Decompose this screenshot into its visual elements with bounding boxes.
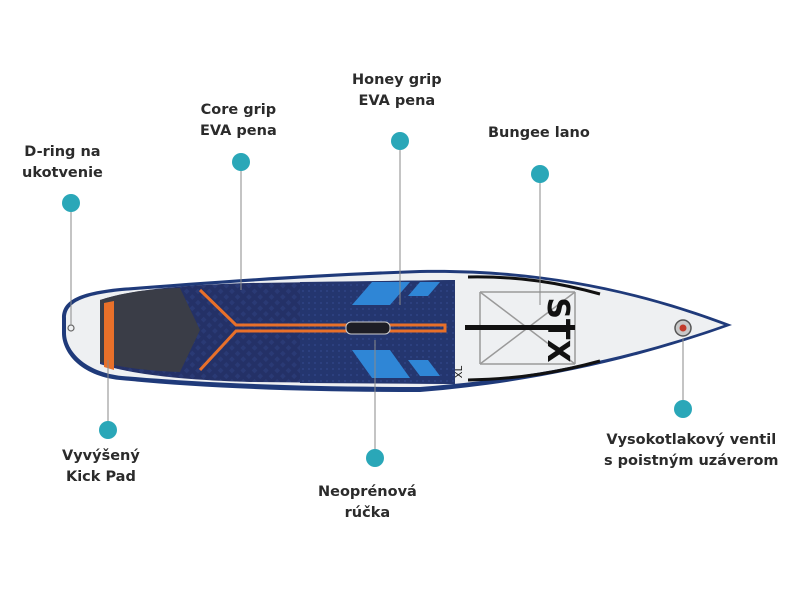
label-d-ring: D-ring na ukotvenie (22, 144, 103, 181)
kick-pad-stripe (104, 301, 114, 370)
neoprene-handle (345, 321, 391, 335)
callout-dot-d-ring (62, 194, 80, 212)
label-kick-pad: Vyvýšený Kick Pad (62, 448, 140, 485)
label-valve: Vysokotlakový ventil s poistným uzáverom (604, 432, 779, 469)
center-stringer (465, 325, 575, 330)
label-honey-grip: Honey grip EVA pena (352, 72, 442, 109)
callout-dots (62, 132, 692, 467)
label-core-grip: Core grip EVA pena (200, 102, 277, 139)
blue-accent-top (352, 282, 410, 305)
callout-dot-valve (674, 400, 692, 418)
nose-stripe-top (467, 275, 601, 296)
callout-dot-handle (366, 449, 384, 467)
callout-dot-honey-grip (391, 132, 409, 150)
board-model: XL (454, 365, 465, 378)
blue-accent-small-top (408, 282, 440, 296)
nose-stripe-bottom (467, 359, 601, 382)
blue-accent-bottom (352, 350, 410, 378)
blue-accent-small-bottom (408, 360, 440, 376)
callout-dot-bungee (531, 165, 549, 183)
label-handle: Neoprénová rúčka (318, 484, 417, 521)
callout-dot-core-grip (232, 153, 250, 171)
orange-stripe (198, 288, 447, 372)
callout-dot-kick-pad (99, 421, 117, 439)
leader-lines (70, 150, 684, 456)
kick-pad (100, 288, 200, 372)
board-brand: STX (540, 297, 575, 362)
label-bungee: Bungee lano (488, 125, 590, 141)
